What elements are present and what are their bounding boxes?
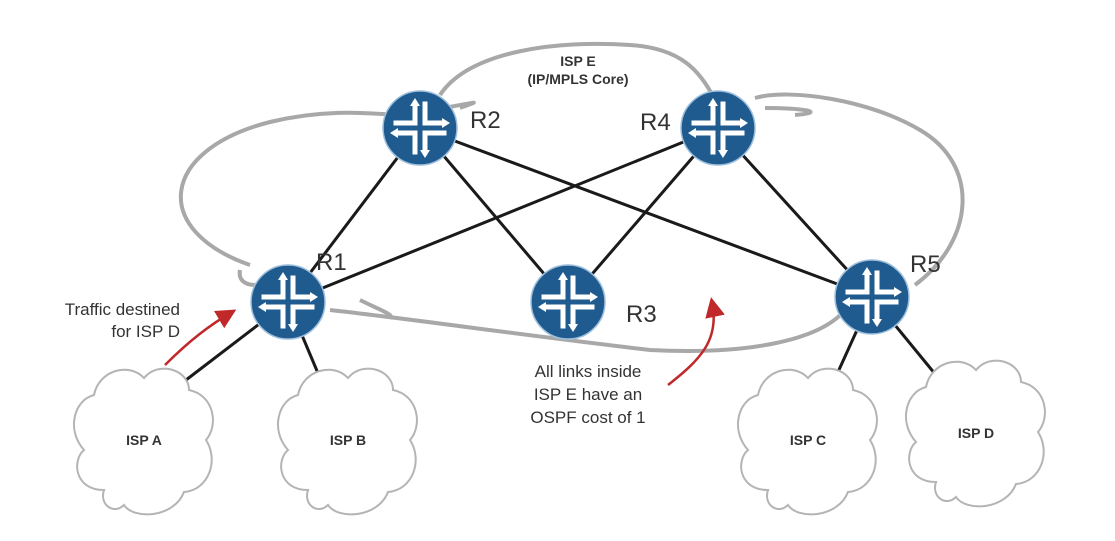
router-r5-icon[interactable] [834,259,910,335]
traffic-note-line2: for ISP D [111,322,180,341]
cloud-label-isp-b: ISP B [330,432,366,448]
clouds-layer [73,359,1046,516]
cloud-isp-d [905,359,1046,508]
link-r2-r3 [418,127,570,303]
traffic-note-line1: Traffic destined [65,300,180,319]
link-r4-r5 [716,126,874,299]
cloud-label-isp-a: ISP A [126,432,162,448]
core-subtitle: (IP/MPLS Core) [527,71,628,87]
router-r3-icon[interactable] [530,264,606,340]
router-label-r1: R1 [316,249,347,276]
links-layer [185,126,942,382]
core-cloud-isp-e [178,41,965,353]
cost-note-line3: OSPF cost of 1 [530,408,645,427]
cloud-isp-a [73,367,214,516]
cost-note-line1: All links inside [535,362,642,381]
router-label-r3: R3 [626,301,657,328]
cost-note-line2: ISP E have an [534,385,642,404]
router-r2-icon[interactable] [382,90,458,166]
link-r1-r4 [287,126,719,304]
router-label-r5: R5 [910,251,941,278]
cost-arrow-icon [667,297,725,386]
router-label-r2: R2 [470,107,501,134]
cloud-label-isp-d: ISP D [958,425,994,441]
link-r4-r3 [566,127,720,303]
cloud-isp-c [737,367,878,516]
cloud-isp-b [277,367,418,516]
traffic-arrow-icon [164,309,237,366]
router-label-r4: R4 [640,109,671,136]
routers-layer [250,90,910,340]
router-r1-icon[interactable] [250,264,326,340]
core-name: ISP E [560,53,596,69]
router-r4-icon[interactable] [680,90,756,166]
cloud-label-isp-c: ISP C [790,432,826,448]
